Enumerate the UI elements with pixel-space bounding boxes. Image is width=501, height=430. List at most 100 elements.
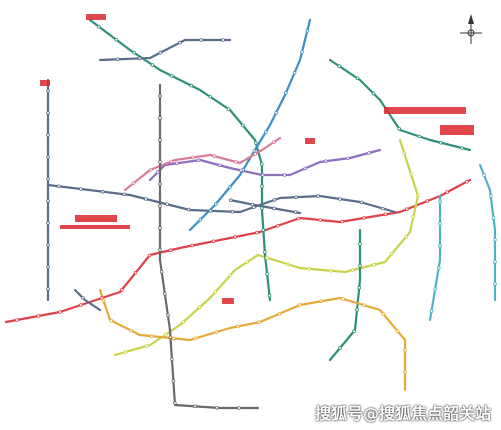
station-dot: [409, 172, 413, 177]
station-dot: [214, 202, 218, 206]
station-dot: [228, 273, 232, 278]
station-dot: [402, 151, 407, 156]
callout-label: [75, 215, 117, 222]
station-dot: [292, 70, 297, 75]
station-dot: [158, 182, 162, 186]
station-dot: [297, 303, 302, 307]
station-dot: [147, 253, 152, 258]
station-dot: [46, 89, 50, 93]
station-dot: [46, 133, 50, 137]
station-dot: [36, 314, 41, 318]
station-dot: [345, 156, 350, 161]
station-dot: [411, 214, 416, 219]
station-dot: [358, 263, 362, 268]
station-dot: [190, 243, 195, 248]
station-dot: [171, 336, 176, 341]
station-dot: [129, 328, 133, 333]
station-dot: [359, 200, 364, 205]
station-dot: [254, 141, 258, 145]
station-dot: [395, 329, 400, 333]
metro-line-segment: [428, 163, 497, 322]
station-dot: [166, 313, 170, 318]
station-dot: [171, 379, 176, 384]
station-dot: [285, 262, 290, 267]
station-dot: [158, 226, 162, 230]
station-dot: [265, 272, 269, 276]
station-dot: [397, 127, 402, 131]
station-dot: [158, 160, 162, 164]
station-dot: [208, 95, 213, 99]
station-dot: [132, 50, 137, 55]
station-dot: [158, 94, 162, 98]
station-dot: [438, 244, 442, 248]
station-dot: [229, 198, 233, 203]
station-dot: [277, 311, 282, 316]
callout-label: [60, 225, 130, 229]
station-dot: [436, 265, 441, 270]
station-dot: [170, 357, 174, 362]
station-dot: [464, 179, 469, 184]
metro-line-segment: [113, 138, 420, 357]
station-dot: [445, 190, 450, 194]
station-dot: [380, 206, 385, 211]
station-dot: [362, 303, 366, 308]
station-dot: [158, 204, 162, 208]
station-dot: [14, 318, 19, 322]
station-dot: [208, 209, 213, 213]
station-dot: [250, 202, 255, 207]
station-dot: [168, 335, 173, 340]
station-dot: [163, 332, 168, 337]
station-dot: [109, 318, 113, 323]
station-dot: [158, 50, 163, 55]
station-dot: [158, 248, 162, 252]
station-dot: [251, 205, 256, 210]
station-dot: [253, 152, 258, 156]
station-dot: [272, 206, 276, 211]
station-dot: [493, 238, 497, 242]
station-dot: [493, 281, 497, 286]
station-dot: [226, 107, 231, 111]
station-dot: [158, 116, 162, 120]
station-dot: [324, 159, 328, 164]
station-dot: [403, 370, 407, 375]
station-dot: [488, 194, 493, 198]
station-dot: [46, 155, 50, 159]
station-dot: [213, 290, 218, 294]
station-dot: [417, 134, 422, 139]
station-dot: [415, 193, 420, 198]
station-dot: [169, 74, 174, 78]
station-dot: [403, 348, 407, 353]
callout-label: [384, 107, 466, 114]
station-dot: [362, 216, 366, 220]
station-dot: [293, 210, 298, 215]
station-dot: [235, 324, 240, 329]
station-dot: [197, 305, 202, 310]
station-dot: [404, 235, 408, 239]
station-dot: [81, 295, 85, 300]
station-dot: [274, 110, 279, 115]
callout-label: [305, 138, 315, 144]
station-dot: [262, 250, 267, 254]
station-dot: [239, 168, 243, 173]
station-dot: [100, 296, 104, 300]
station-dot: [267, 293, 272, 298]
metro-line-segment: [158, 83, 260, 410]
station-dot: [189, 83, 194, 88]
station-dot: [307, 266, 312, 271]
station-dot: [275, 224, 280, 228]
station-dot: [294, 195, 298, 200]
station-dot: [101, 298, 106, 303]
station-dot: [260, 184, 264, 189]
station-dot: [215, 405, 219, 410]
station-dot: [46, 199, 50, 203]
station-dot: [338, 346, 342, 350]
station-dot: [372, 262, 376, 267]
station-dot: [211, 239, 216, 244]
station-dot: [133, 270, 138, 275]
station-dot: [341, 297, 345, 301]
north-arrow-icon: [460, 14, 482, 44]
station-dot: [174, 161, 179, 166]
station-dot: [237, 406, 241, 410]
station-dot: [234, 160, 238, 164]
